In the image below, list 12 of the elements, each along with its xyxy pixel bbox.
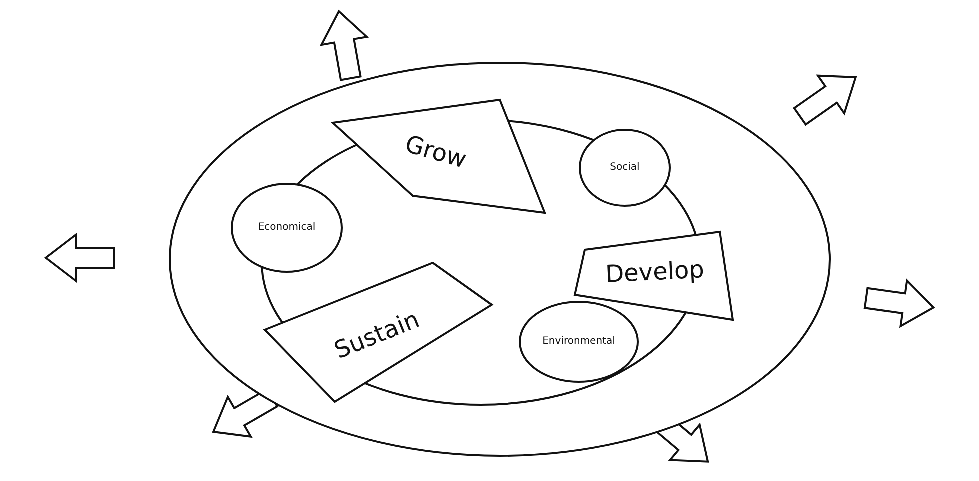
circle-label (232, 184, 342, 272)
node-label: Economical (258, 223, 316, 233)
trapezoid-panel (575, 232, 733, 320)
trapezoid-panel (333, 100, 545, 213)
outer-ring (170, 63, 830, 456)
node-label: Social (610, 163, 640, 173)
node-label: Environmental (542, 337, 616, 347)
node-label: Develop (605, 257, 705, 287)
circle-label (520, 302, 638, 382)
trapezoid-panel (265, 263, 492, 402)
node-label: Grow (402, 132, 470, 172)
circle-label (580, 130, 670, 206)
